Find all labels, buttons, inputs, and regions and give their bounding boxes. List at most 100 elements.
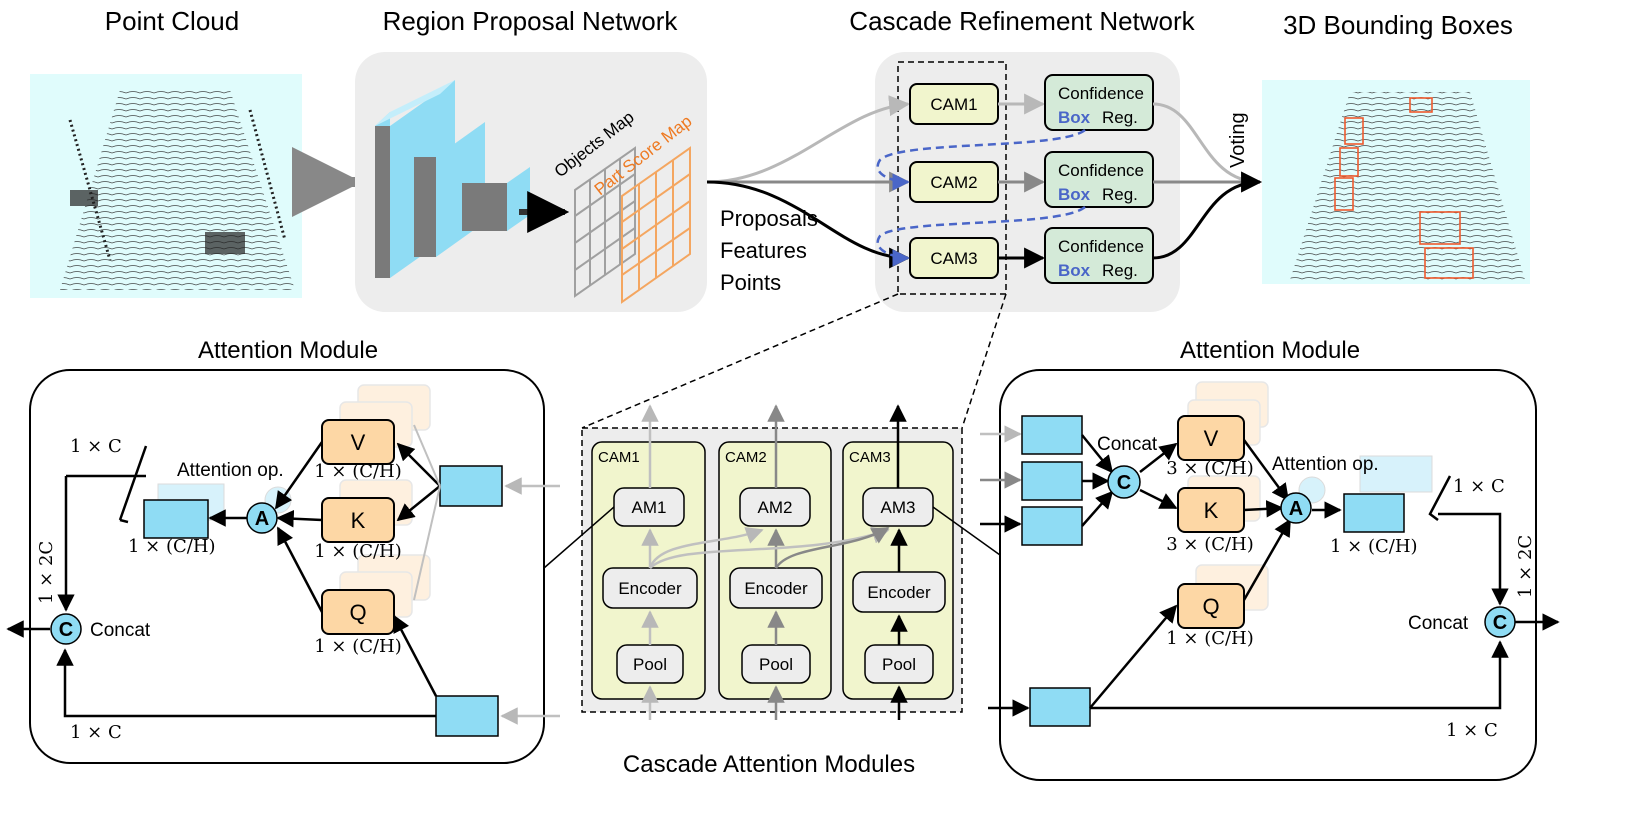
cascade-encoder1: Encoder xyxy=(618,579,682,598)
cascade-am3: AM3 xyxy=(881,498,916,517)
attn-right-c-in-label: C xyxy=(1117,472,1131,494)
crn-cam3-label: CAM3 xyxy=(930,249,977,268)
head-2-box: Box xyxy=(1058,185,1091,204)
attn-right-feat2 xyxy=(1021,461,1083,501)
attn-right-k: K xyxy=(1177,487,1245,533)
box-feedback-2 xyxy=(876,205,1086,267)
attn-left-v-dim: 1 × (C/H) xyxy=(314,461,402,482)
attn-right-title: Attention Module xyxy=(1180,337,1360,364)
attn-left-q-label: Q xyxy=(349,600,366,625)
cascade-am1: AM1 xyxy=(632,498,667,517)
crn-cam3: CAM3 xyxy=(909,237,999,279)
title-rpn: Region Proposal Network xyxy=(383,6,679,36)
attn-right-bracket xyxy=(1428,475,1452,521)
head-3-reg: Reg. xyxy=(1102,261,1138,280)
voting-label: Voting xyxy=(1227,112,1249,168)
attn-left-dim-1c-top: 1 × C xyxy=(70,436,122,457)
attn-right-q: Q xyxy=(1177,583,1245,629)
attn-left-c-label: C xyxy=(59,619,73,641)
title-point-cloud: Point Cloud xyxy=(105,6,239,36)
attn-right-concat-out: Concat xyxy=(1408,613,1469,634)
crn-cam1-label: CAM1 xyxy=(930,95,977,114)
attn-right-a-label: A xyxy=(1289,498,1303,520)
link-am3-right xyxy=(932,506,1001,556)
head-1: Confidence Box Reg. xyxy=(1044,74,1154,131)
zoom-line-left xyxy=(581,293,899,429)
attn-left-a-node xyxy=(246,502,278,534)
attn-left-c-node xyxy=(50,613,82,645)
attn-right-k-label: K xyxy=(1204,498,1219,523)
attn-right-q-label: Q xyxy=(1202,594,1219,619)
head-2-confidence: Confidence xyxy=(1058,161,1144,180)
cascade-am2: AM2 xyxy=(758,498,793,517)
attn-left-query-feature xyxy=(435,695,499,737)
attn-right-q-dim: 1 × (C/H) xyxy=(1166,628,1254,649)
attn-left-k: K xyxy=(321,497,395,543)
attn-left-v: V xyxy=(321,419,395,465)
proposals-label: Proposals xyxy=(720,206,818,231)
attn-left-edges xyxy=(6,441,441,718)
attn-left-dim-12c: 1 × 2C xyxy=(36,541,57,604)
cascade-pool2: Pool xyxy=(759,655,793,674)
head-1-confidence: Confidence xyxy=(1058,84,1144,103)
attn-right-op-label: Attention op. xyxy=(1272,454,1379,475)
attn-right-dim-1c-bottom: 1 × C xyxy=(1446,720,1498,741)
crn-cam2-label: CAM2 xyxy=(930,173,977,192)
attn-left-q: Q xyxy=(321,589,395,635)
link-am1-left xyxy=(543,506,615,569)
attn-left-k-label: K xyxy=(351,508,366,533)
arrow-to-cam3 xyxy=(706,180,911,269)
attn-right-c-out-label: C xyxy=(1493,612,1507,634)
cascade-cam3: CAM3 AM3 Encoder Pool xyxy=(649,404,954,720)
attn-left-v-label: V xyxy=(351,430,366,455)
head-1-reg: Reg. xyxy=(1102,108,1138,127)
attn-right-dim-12c: 1 × 2C xyxy=(1515,535,1536,598)
attn-left-ghost-edges xyxy=(413,424,441,601)
head-3-confidence: Confidence xyxy=(1058,237,1144,256)
points-label: Points xyxy=(720,270,781,295)
head-1-box: Box xyxy=(1058,108,1091,127)
arrow-to-cam1 xyxy=(706,95,911,184)
cascade-cam3-label: CAM3 xyxy=(849,449,891,466)
attn-left-output-feature xyxy=(143,499,209,539)
cascade-pool1: Pool xyxy=(633,655,667,674)
attn-right-concat-in: Concat xyxy=(1097,434,1158,455)
cascade-cam2-label: CAM2 xyxy=(725,449,767,466)
crn-cam2: CAM2 xyxy=(909,161,999,203)
cascade-cam1: CAM1 AM1 Encoder Pool xyxy=(591,404,706,720)
attn-right-c-node-out xyxy=(1484,606,1516,638)
arrow-head3-out xyxy=(1152,171,1263,260)
attn-right-out-dim: 1 × (C/H) xyxy=(1330,536,1418,557)
cascade-title: Cascade Attention Modules xyxy=(623,751,915,778)
attn-left-k-dim: 1 × (C/H) xyxy=(314,541,402,562)
attn-left-concat-label: Concat xyxy=(90,620,151,641)
head-3-box: Box xyxy=(1058,261,1091,280)
title-crn: Cascade Refinement Network xyxy=(849,6,1195,36)
attn-right-dim-1c-top: 1 × C xyxy=(1453,476,1505,497)
title-3d-boxes: 3D Bounding Boxes xyxy=(1283,10,1513,40)
cascade-encoder3: Encoder xyxy=(867,583,931,602)
attn-left-dim-1c-bottom: 1 × C xyxy=(70,722,122,743)
crn-cam1: CAM1 xyxy=(909,83,999,125)
attn-left-out-dim: 1 × (C/H) xyxy=(128,536,216,557)
attn-left-op-label: Attention op. xyxy=(177,460,284,481)
rpn-panel: Objects Map Part Score Map xyxy=(355,52,707,312)
3d-boxes-image xyxy=(1262,80,1530,284)
attn-right-feat1 xyxy=(1021,415,1083,455)
cascade-encoder2: Encoder xyxy=(744,579,808,598)
attn-left-input-feature xyxy=(439,465,503,507)
attn-right-edges xyxy=(1081,434,1560,710)
attn-left-bracket xyxy=(66,445,148,524)
attn-right-v-label: V xyxy=(1204,426,1219,451)
attn-right-v: V xyxy=(1177,415,1245,461)
attn-right-a-node xyxy=(1280,492,1312,524)
head-3: Confidence Box Reg. xyxy=(1044,227,1154,284)
zoom-line-right xyxy=(961,293,1007,429)
attn-left-a-label: A xyxy=(255,508,269,530)
attn-right-query-feature xyxy=(1029,687,1091,727)
attn-left-frame xyxy=(29,369,545,764)
attn-left-title: Attention Module xyxy=(198,337,378,364)
attn-right-c-node-in xyxy=(1107,465,1141,499)
attn-right-k-dim: 3 × (C/H) xyxy=(1166,534,1254,555)
